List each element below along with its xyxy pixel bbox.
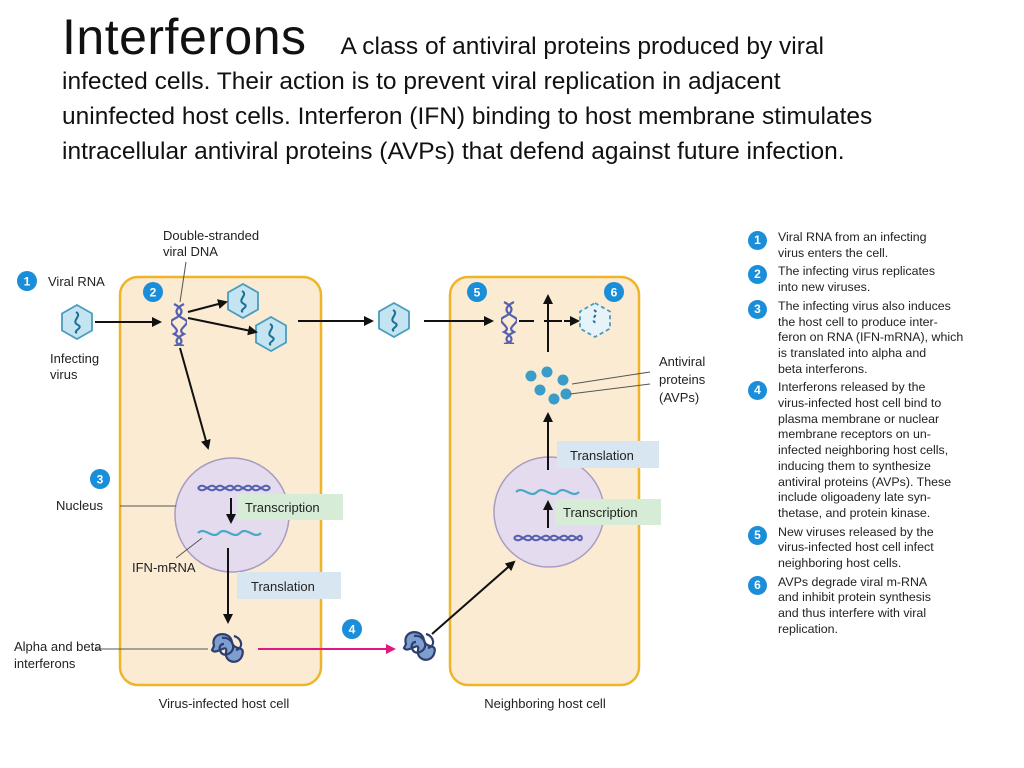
legend-item-4: 4 Interferons released by the virus-infec… bbox=[748, 380, 1018, 521]
host-dna-icon bbox=[197, 484, 271, 492]
title-line-4: intracellular antiviral proteins (AVPs) … bbox=[62, 138, 845, 165]
label-antiviral-1: Antiviral bbox=[659, 354, 705, 369]
legend-text: Interferons released by the virus-infect… bbox=[778, 380, 952, 520]
legend-item-3: 3 The infecting virus also induces the ho… bbox=[748, 299, 1018, 378]
legend-text: Viral RNA from an infecting virus enters… bbox=[778, 230, 927, 260]
svg-text:2: 2 bbox=[150, 286, 157, 300]
label-antiviral-2: proteins bbox=[659, 372, 706, 387]
label-viral-rna: Viral RNA bbox=[48, 274, 105, 289]
legend-item-5: 5 New viruses released by the virus-infec… bbox=[748, 525, 1018, 572]
title-line-2: infected cells. Their action is to preve… bbox=[62, 68, 781, 95]
svg-text:Transcription: Transcription bbox=[245, 500, 320, 515]
legend-text: New viruses released by the virus-infect… bbox=[778, 524, 934, 571]
label-virus: virus bbox=[50, 367, 78, 382]
new-virus-icon bbox=[255, 316, 287, 352]
step-legend: 1 Viral RNA from an infecting virus enter… bbox=[748, 230, 1018, 641]
slide-title: Interferons A class of antiviral proteins… bbox=[62, 12, 1012, 169]
legend-item-6: 6 AVPs degrade viral m-RNA and inhibit pr… bbox=[748, 575, 1018, 638]
legend-number: 2 bbox=[748, 265, 767, 285]
label-ds-dna-2: viral DNA bbox=[163, 244, 218, 259]
infecting-virus-icon bbox=[61, 304, 93, 340]
label-antiviral-3: (AVPs) bbox=[659, 390, 699, 405]
translation-box-right: Translation bbox=[557, 441, 659, 468]
legend-item-1: 1 Viral RNA from an infecting virus enter… bbox=[748, 230, 1018, 261]
legend-text: The infecting virus also induces the hos… bbox=[778, 298, 964, 376]
title-line-1: A class of antiviral proteins produced b… bbox=[340, 33, 824, 60]
leader-lines bbox=[96, 261, 651, 650]
svg-text:4: 4 bbox=[349, 623, 356, 637]
svg-text:5: 5 bbox=[474, 286, 481, 300]
legend-number: 1 bbox=[748, 231, 767, 250]
label-alpha-beta-1: Alpha and beta bbox=[14, 639, 102, 654]
host-dna-icon bbox=[513, 534, 583, 542]
interferon-icon bbox=[402, 631, 436, 661]
svg-text:6: 6 bbox=[611, 286, 618, 300]
legend-text: The infecting virus replicates into new … bbox=[778, 264, 936, 295]
step-circle-5: 5 bbox=[467, 282, 487, 302]
new-virus-icon bbox=[227, 283, 259, 319]
label-ds-dna-1: Double-stranded bbox=[163, 228, 259, 243]
transcription-box-left: Transcription bbox=[237, 494, 343, 520]
step-circle-2: 2 bbox=[143, 282, 163, 302]
label-infecting: Infecting bbox=[50, 351, 99, 366]
legend-number: 6 bbox=[748, 575, 767, 595]
svg-text:Transcription: Transcription bbox=[563, 505, 638, 520]
avp-mrna-icon bbox=[515, 488, 580, 496]
translation-box-left: Translation bbox=[237, 572, 341, 599]
svg-text:Translation: Translation bbox=[570, 448, 634, 463]
label-cell-left: Virus-infected host cell bbox=[159, 696, 290, 711]
legend-text: AVPs degrade viral m-RNA and inhibit pro… bbox=[778, 574, 931, 636]
svg-text:3: 3 bbox=[97, 473, 104, 487]
step-circle-3: 3 bbox=[90, 469, 110, 489]
svg-text:1: 1 bbox=[24, 275, 31, 289]
legend-number: 3 bbox=[748, 299, 767, 319]
step-circle-4: 4 bbox=[342, 619, 362, 639]
pathway-arrows bbox=[95, 294, 580, 635]
label-nucleus: Nucleus bbox=[56, 498, 103, 513]
released-virus-icon bbox=[378, 302, 410, 338]
legend-number: 5 bbox=[748, 525, 767, 545]
step-circle-1: 1 bbox=[17, 271, 37, 291]
interferon-diagram: 1 2 3 4 5 6 Transcription Translation Tr… bbox=[14, 228, 706, 711]
title-line-3: uninfected host cells. Interferon (IFN) … bbox=[62, 103, 873, 130]
legend-number: 4 bbox=[748, 381, 767, 401]
label-cell-right: Neighboring host cell bbox=[484, 696, 606, 711]
legend-item-2: 2 The infecting virus replicates into new… bbox=[748, 264, 1018, 295]
title-heading: Interferons bbox=[62, 9, 307, 65]
transcription-box-right: Transcription bbox=[555, 499, 661, 525]
label-alpha-beta-2: interferons bbox=[14, 656, 76, 671]
avp-cluster bbox=[525, 366, 572, 405]
step-circle-6: 6 bbox=[604, 282, 624, 302]
ifn-mrna-icon bbox=[197, 529, 262, 537]
degraded-virus-icon bbox=[579, 301, 611, 339]
label-ifn-mrna: IFN-mRNA bbox=[132, 560, 196, 575]
svg-text:Translation: Translation bbox=[251, 579, 315, 594]
